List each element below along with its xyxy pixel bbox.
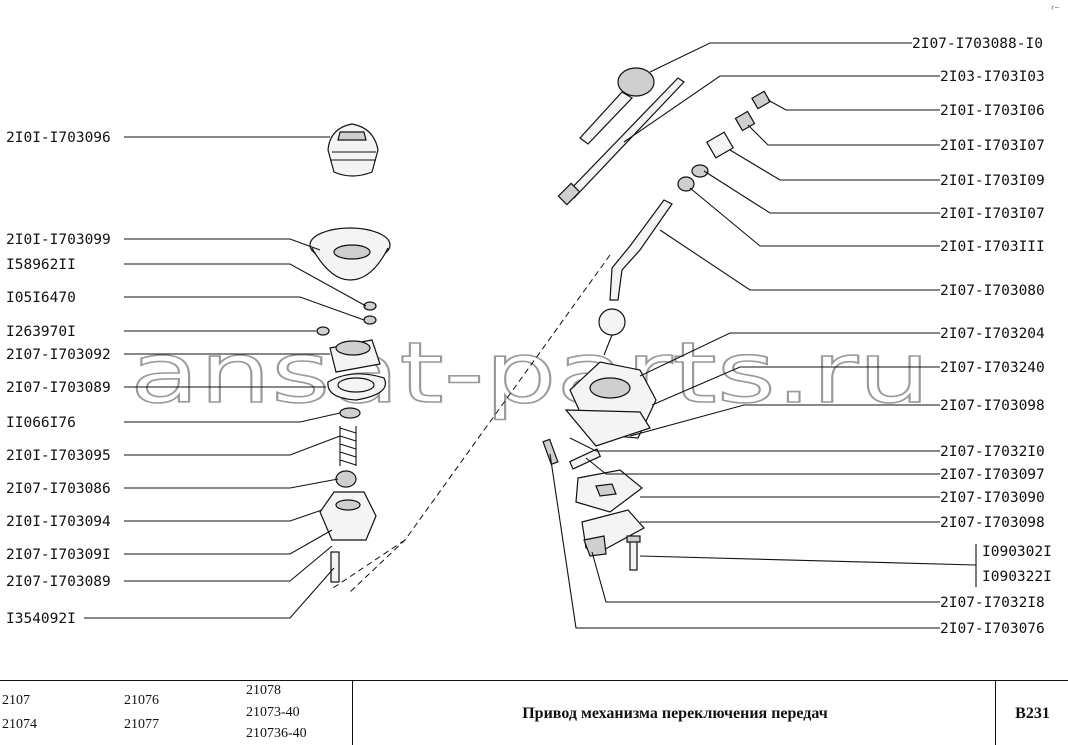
callout-label: 2I0I-I703I07 <box>940 138 1045 154</box>
left-callout-labels: 2I0I-I703096 2I0I-I703099 I58962II I05I6… <box>6 130 111 627</box>
assembly-guide-line <box>329 539 406 591</box>
boot-cap-part <box>327 123 379 177</box>
lower-housing-part <box>319 491 377 541</box>
bolt-part <box>330 551 340 583</box>
callout-label: 2I07-I7032I0 <box>940 444 1045 460</box>
callout-label: 2I0I-I703I07 <box>940 206 1045 222</box>
model-code: 21074 <box>2 717 37 732</box>
right-leader-lines <box>549 42 977 629</box>
callout-label: 2I07-I703089 <box>6 380 111 396</box>
plate-part <box>575 469 643 513</box>
dust-boot-part <box>309 227 391 281</box>
callout-label: 2I07-I703090 <box>940 490 1045 506</box>
cover-flange-part <box>329 339 381 373</box>
title-block: 2107 21074 21076 21077 21078 21073-40 21… <box>0 680 1068 745</box>
callout-label: 2I07-I703098 <box>940 515 1045 531</box>
watermark: ansat-parts.ru <box>130 324 930 422</box>
callout-label: 2I0I-I703099 <box>6 232 111 248</box>
assembly-guide-line <box>349 254 611 593</box>
callout-label: 2I0I-I703096 <box>6 130 111 146</box>
gasket-part <box>327 373 386 401</box>
callout-label: 2I07-I703092 <box>6 347 111 363</box>
callout-label: II066I76 <box>6 415 76 431</box>
model-code: 210736-40 <box>246 726 307 741</box>
callout-label: 2I07-I70309I <box>6 547 111 563</box>
callout-label: 2I07-I703089 <box>6 574 111 590</box>
screws-part <box>626 535 641 571</box>
exploded-parts-diagram: ansat-parts.ru <box>6 36 1052 637</box>
callout-label: 2I07-I703080 <box>940 283 1045 299</box>
base-plate-part <box>581 509 645 557</box>
callout-label: 2I07-I703204 <box>940 326 1045 342</box>
model-code: 21073-40 <box>246 705 300 720</box>
lever-housing-part <box>564 361 657 447</box>
spring-pin-part <box>542 438 602 470</box>
callout-label: I090302I <box>982 544 1052 560</box>
drawing-title: Привод механизма переключения передач <box>522 705 828 722</box>
model-code: 21078 <box>246 683 281 698</box>
model-code: 21076 <box>124 693 159 708</box>
callout-label: I354092I <box>6 611 76 627</box>
threaded-bushings-part <box>677 90 771 192</box>
washer-part <box>339 407 361 419</box>
callout-label: 2I0I-I703I09 <box>940 173 1045 189</box>
callout-label: I263970I <box>6 324 76 340</box>
gear-lever-part <box>598 199 673 356</box>
right-callout-labels: 2I07-I703088-I0 2I03-I703I03 2I0I-I703I0… <box>912 36 1052 637</box>
callout-label: 2I03-I703I03 <box>940 69 1045 85</box>
callout-label: 2I07-I7032I8 <box>940 595 1045 611</box>
spring-seat-part <box>335 470 357 488</box>
divider <box>352 681 353 745</box>
callout-label: 2I07-I703098 <box>940 398 1045 414</box>
callout-label: 2I07-I703076 <box>940 621 1045 637</box>
spring-part <box>339 426 357 466</box>
model-code: 2107 <box>2 693 30 708</box>
sheet-code: B231 <box>1015 705 1050 722</box>
callout-label: 2I0I-I703I06 <box>940 103 1045 119</box>
callout-label: 2I0I-I703095 <box>6 448 111 464</box>
callout-label: 2I07-I703086 <box>6 481 111 497</box>
callout-label: 2I07-I703088-I0 <box>912 36 1043 52</box>
left-leader-lines <box>84 136 367 619</box>
callout-label: I05I6470 <box>6 290 76 306</box>
divider <box>995 681 996 745</box>
callout-label: 2I07-I703097 <box>940 467 1045 483</box>
callout-label: I58962II <box>6 257 76 273</box>
callout-label: 2I0I-I703094 <box>6 514 111 530</box>
shift-knob-part <box>579 67 655 145</box>
callout-label: 2I0I-I703III <box>940 239 1045 255</box>
callout-label: I090322I <box>982 569 1052 585</box>
corner-mark: r~ <box>1051 4 1060 12</box>
callout-label: 2I07-I703240 <box>940 360 1045 376</box>
model-code: 21077 <box>124 717 159 732</box>
shift-rod-part <box>557 77 685 206</box>
